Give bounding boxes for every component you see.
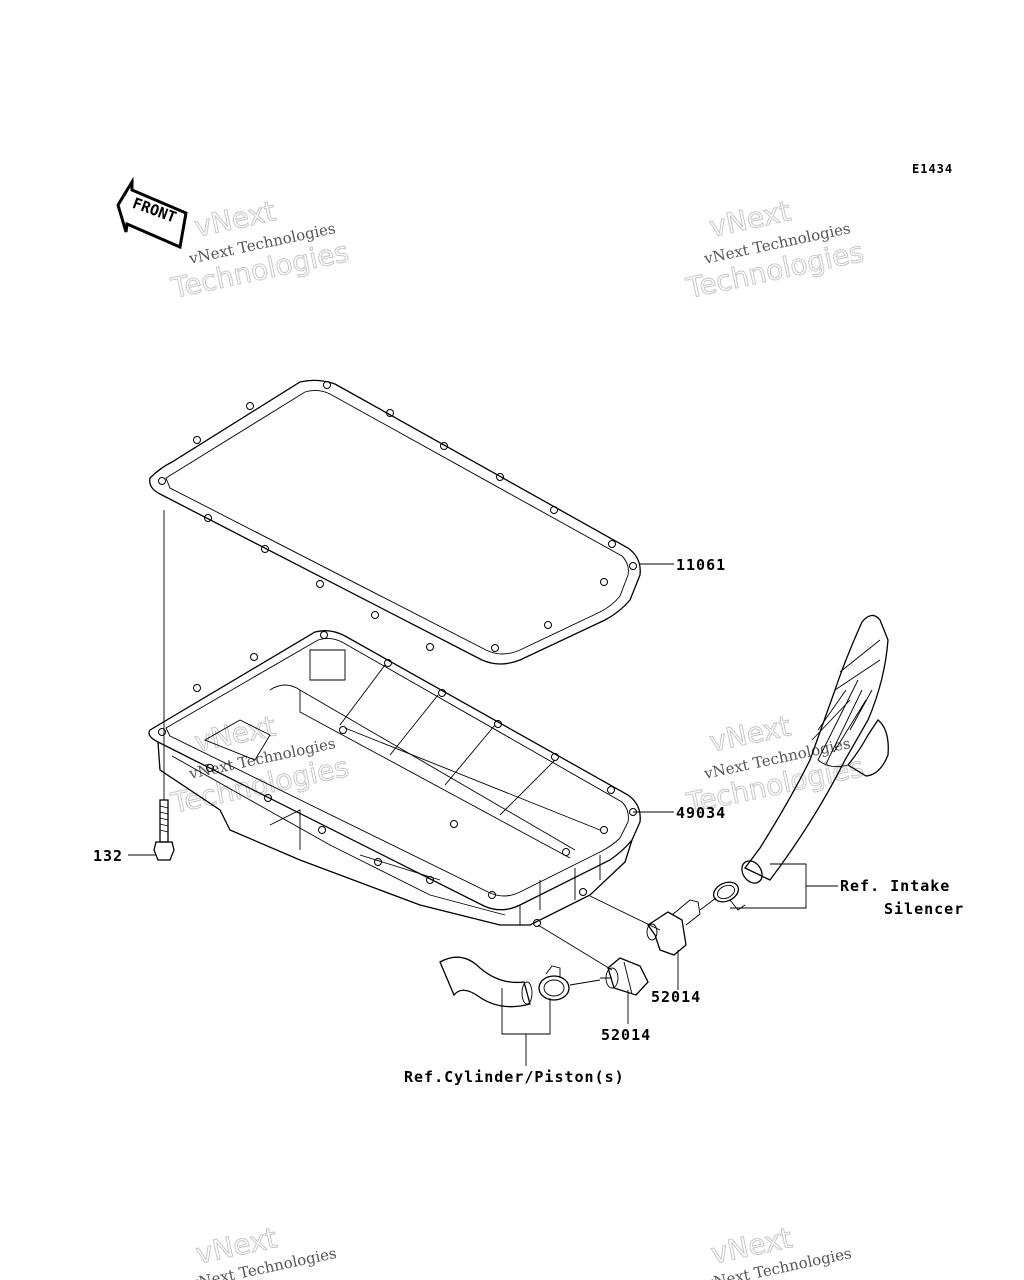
leader-lines — [128, 563, 838, 1066]
front-arrow-icon: FRONT — [116, 176, 188, 250]
ref-cylinder: Ref.Cylinder/Piston(s) — [404, 1068, 625, 1086]
pan-bolt-holes — [158, 631, 637, 927]
fitting-lower — [600, 957, 649, 996]
part-label-52014-lower: 52014 — [601, 1026, 651, 1044]
oil-pan — [148, 630, 641, 927]
cylinder-hose — [439, 956, 533, 1008]
part-label-132: 132 — [93, 847, 123, 865]
watermark-top-left: vNext vNext Technologies Technologies — [167, 194, 352, 306]
gasket-bolt-holes — [158, 381, 637, 652]
hose-clamp-lower — [538, 965, 570, 1001]
diagram-code: E1434 — [912, 162, 953, 176]
watermark-top-right: vNext vNext Technologies Technologies — [682, 194, 867, 306]
part-label-11061: 11061 — [676, 556, 726, 574]
watermark-bottom-right: vNext vNext Technologies — [703, 1221, 853, 1280]
watermark-mid-right: vNext vNext Technologies Technologies — [682, 709, 867, 821]
fitting-upper — [646, 899, 701, 956]
watermark-bottom-left: vNext vNext Technologies — [188, 1221, 338, 1280]
intake-hose — [741, 614, 889, 884]
part-label-52014-upper: 52014 — [651, 988, 701, 1006]
ref-intake-line1: Ref. Intake — [840, 877, 950, 895]
part-label-49034: 49034 — [676, 804, 726, 822]
bolt-132 — [153, 510, 175, 861]
oil-pan-gasket — [149, 379, 641, 665]
hose-clamp-upper — [712, 881, 746, 911]
watermark-mid-left: vNext vNext Technologies Technologies — [167, 709, 352, 821]
ref-intake-line2: Silencer — [884, 900, 964, 918]
